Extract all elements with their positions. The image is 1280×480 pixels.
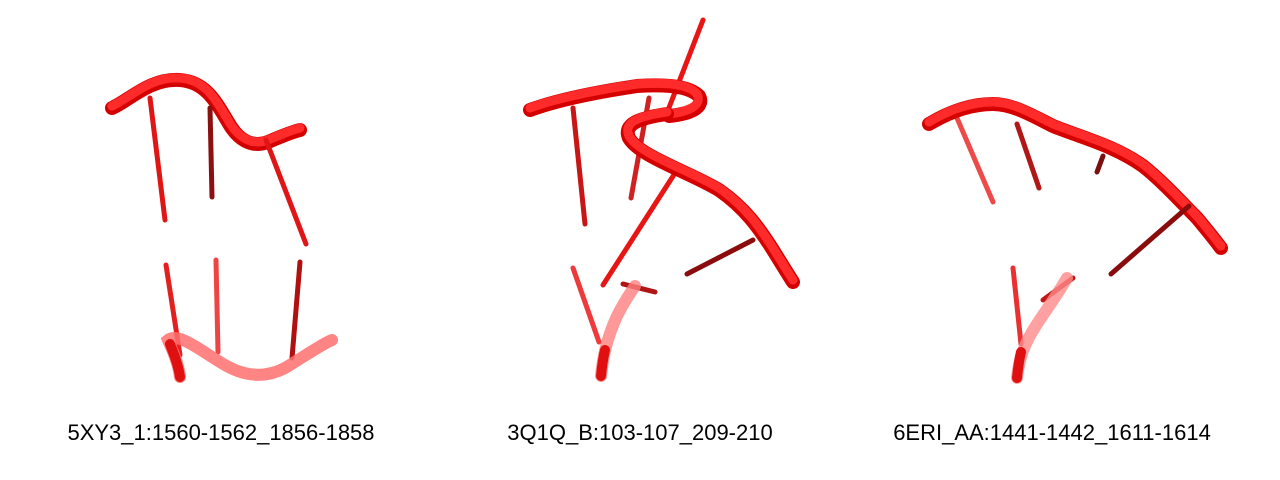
base-stick bbox=[207, 105, 215, 200]
base-stick bbox=[954, 115, 996, 205]
backbone-lower bbox=[1011, 272, 1073, 384]
rna-structure-3 bbox=[922, 96, 1228, 384]
rna-structure-1 bbox=[105, 72, 338, 383]
backbone-arc bbox=[922, 96, 1228, 255]
structure-label-2: 3Q1Q_B:103-107_209-210 bbox=[507, 420, 773, 445]
backbone-lower bbox=[160, 332, 338, 383]
rna-structure-2 bbox=[523, 17, 800, 382]
base-stick bbox=[684, 237, 756, 277]
base-stick bbox=[147, 95, 168, 223]
base-stick bbox=[570, 105, 588, 227]
structure-panel-2: 3Q1Q_B:103-107_209-210 bbox=[427, 0, 853, 480]
base-stick bbox=[1094, 153, 1106, 175]
structure-panel-1: 5XY3_1:1560-1562_1856-1858 bbox=[0, 0, 426, 480]
base-stick bbox=[1108, 203, 1192, 277]
base-stick bbox=[289, 259, 303, 361]
base-stick bbox=[1014, 121, 1042, 191]
base-stick bbox=[570, 265, 602, 345]
structure-label-1: 5XY3_1:1560-1562_1856-1858 bbox=[67, 420, 375, 445]
base-stick bbox=[662, 17, 706, 121]
base-stick bbox=[600, 167, 680, 288]
backbone-descending bbox=[620, 107, 800, 289]
base-stick bbox=[1010, 265, 1024, 347]
structure-panel-3: 6ERI_AA:1441-1442_1611-1614 bbox=[853, 0, 1279, 480]
structure-label-3: 6ERI_AA:1441-1442_1611-1614 bbox=[893, 420, 1211, 445]
base-stick bbox=[213, 257, 221, 355]
base-stick bbox=[263, 137, 309, 247]
